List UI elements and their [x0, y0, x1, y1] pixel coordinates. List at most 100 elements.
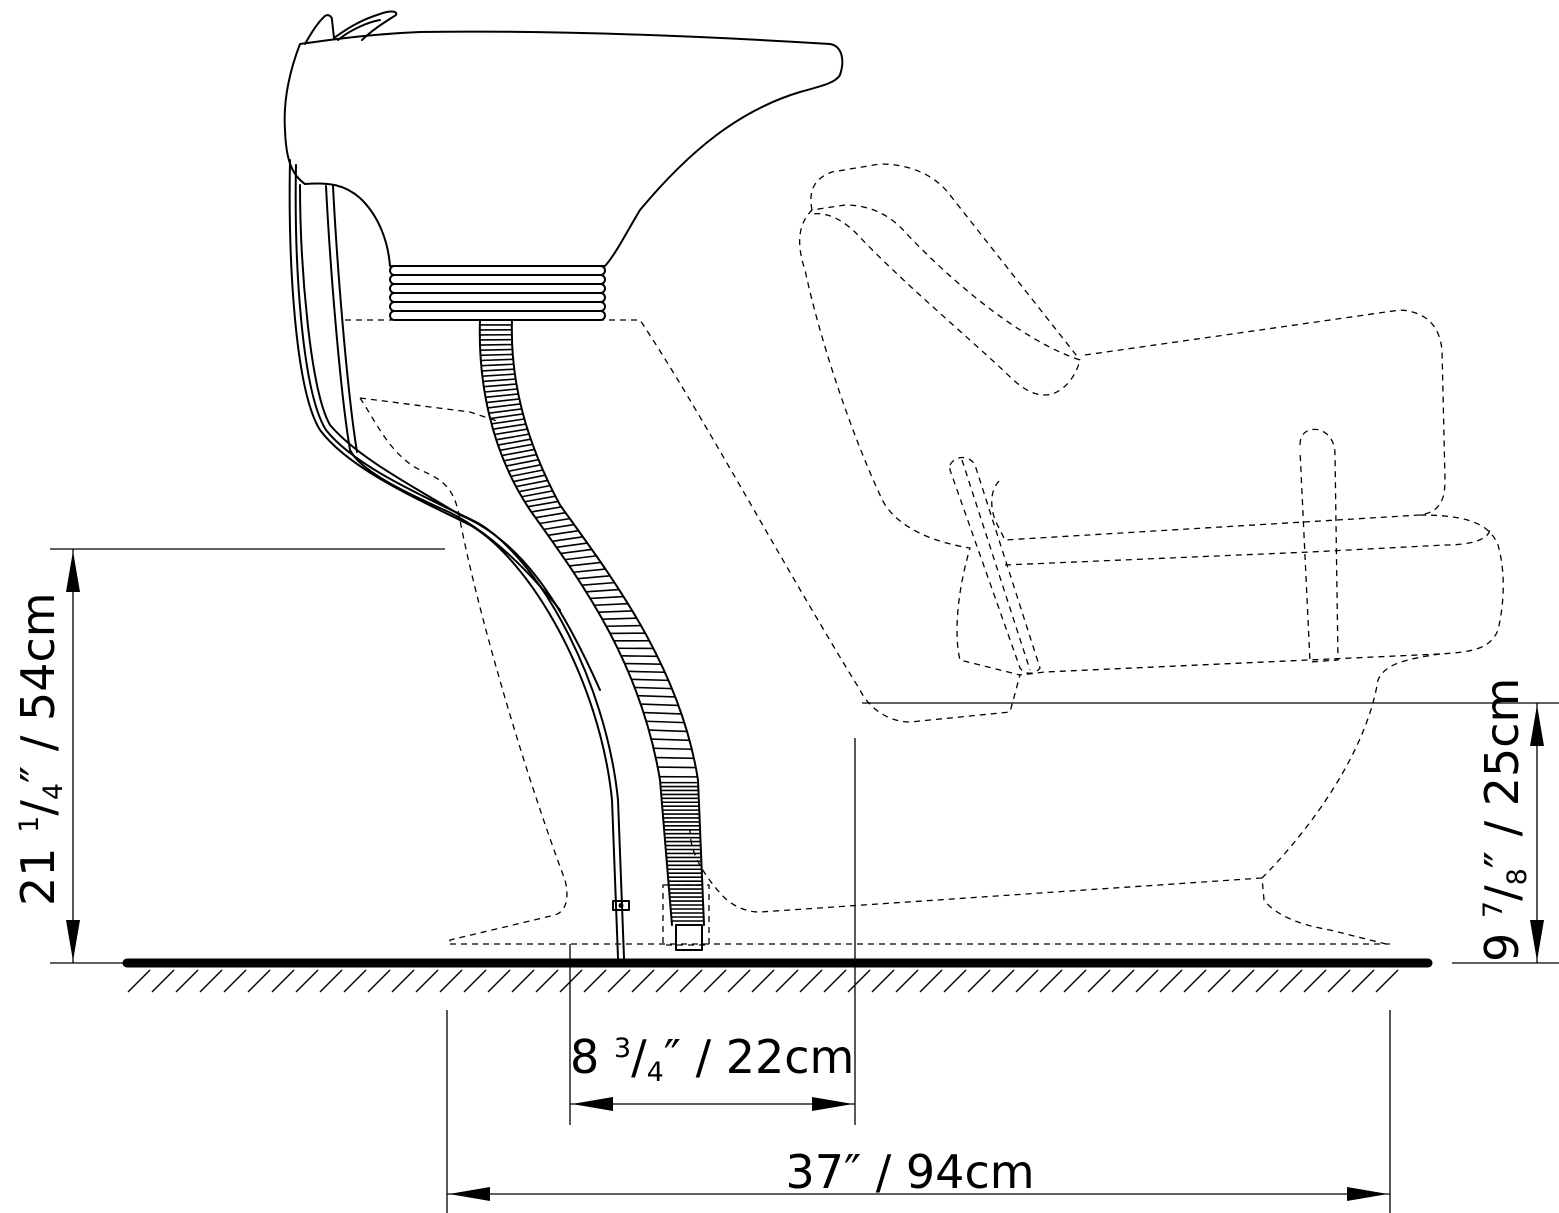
floor-hatch-mark — [343, 969, 367, 993]
drain-hose-rib — [547, 529, 579, 537]
drain-hose-rib — [487, 403, 521, 409]
dimension-seat-height: 9 7/8″ / 25cm — [862, 678, 1559, 964]
seat-height-label: 9 7/8″ / 25cm — [1475, 678, 1533, 962]
drain-hose-rib — [508, 464, 541, 473]
floor-hatch-mark — [1183, 969, 1207, 993]
drain-hose-rib — [594, 602, 628, 607]
drain-hose-rib — [646, 720, 685, 724]
floor-hatch-mark — [199, 969, 223, 993]
floor-hatch-mark — [895, 969, 919, 993]
drain-hose-rib — [640, 703, 679, 707]
drain-hose-rib — [499, 443, 533, 452]
chair-armrest-left — [949, 456, 1041, 674]
floor-hatch-mark — [1111, 969, 1135, 993]
drain-hose-rib — [481, 363, 514, 367]
floor-hatch-mark — [679, 969, 703, 993]
chair-base — [1261, 653, 1441, 946]
floor-hatch-mark — [943, 969, 967, 993]
floor-hatch-mark — [799, 969, 823, 993]
drain-hose-rib — [480, 358, 514, 362]
drain-hose-rib — [631, 678, 669, 682]
floor-hatch-mark — [535, 969, 559, 993]
floor-hatch-mark — [1159, 969, 1183, 993]
drain-hose-rib — [486, 398, 520, 404]
floor-hatch-mark — [1231, 969, 1255, 993]
drain-hose-rib — [524, 495, 556, 503]
drain-hose-rib — [501, 448, 535, 457]
drain-hose-rib — [653, 747, 692, 751]
floor-hatch-mark — [823, 969, 847, 993]
floor-hatch-mark — [655, 969, 679, 993]
drain-hose-rib — [577, 574, 611, 580]
drain-hose-rib — [505, 458, 539, 467]
spray-holder-icon — [304, 10, 398, 45]
chair-headrest — [810, 163, 1081, 361]
floor-hatch-mark — [511, 969, 535, 993]
floor-hatch-mark — [247, 969, 271, 993]
drain-hose-rib — [573, 568, 606, 574]
floor-hatch-mark — [1279, 969, 1303, 993]
floor-hatch-mark — [1039, 969, 1063, 993]
chair-armrest-right — [1299, 428, 1339, 663]
total-length-label: 37″ / 94cm — [785, 1145, 1034, 1199]
dimension-offset: 8 3/4″ / 22cm — [569, 738, 856, 1125]
drain-hose-rib — [535, 511, 566, 519]
floor-hatch-mark — [463, 969, 487, 993]
drain-hose-rib — [496, 433, 530, 441]
shampoo-basin — [283, 10, 844, 959]
floor-hatch-mark — [775, 969, 799, 993]
floor-hatch-mark — [391, 969, 415, 993]
drain-hose-rib — [602, 617, 637, 620]
chair-cushion-line — [1004, 527, 1491, 566]
floor-hatch-mark — [631, 969, 655, 993]
floor-hatch-mark — [967, 969, 991, 993]
drain-hose-rib — [637, 694, 676, 698]
drain-hose-rib — [481, 368, 515, 372]
drain-hose-rib — [648, 729, 688, 733]
drain-hose-rib — [527, 500, 559, 508]
drain-outlet — [675, 924, 703, 951]
floor-hatch-mark — [367, 969, 391, 993]
drain-hose-rib — [634, 686, 673, 690]
drain-hose-rib — [643, 711, 682, 715]
chair-outline — [345, 163, 1504, 946]
drain-hose-rib — [586, 588, 620, 593]
floor-hatch-mark — [1135, 969, 1159, 993]
floor — [122, 958, 1433, 993]
drain-hose-rib — [503, 453, 537, 462]
drain-hose-rib — [518, 484, 551, 493]
chair-backrest — [345, 204, 1081, 723]
dimension-total-length: 37″ / 94cm — [446, 1010, 1391, 1213]
drain-hose — [478, 319, 705, 951]
drain-hose-rib — [651, 738, 690, 742]
drain-hose-rib — [598, 610, 633, 613]
drain-hose-rib — [491, 418, 525, 425]
floor-hatch-mark — [175, 969, 199, 993]
floor-hatch-mark — [703, 969, 727, 993]
floor-hatch-mark — [751, 969, 775, 993]
floor-hatch-mark — [583, 969, 607, 993]
floor-hatch-mark — [487, 969, 511, 993]
total-height-label: 21 1/4″ / 54cm — [11, 592, 69, 906]
drain-hose-rib — [624, 662, 662, 666]
floor-hatch-mark — [1207, 969, 1231, 993]
drain-hose-rib — [482, 373, 515, 377]
drain-hose-rib — [490, 413, 524, 420]
floor-hatch-mark — [727, 969, 751, 993]
drain-hose-rib — [480, 353, 513, 357]
drain-hose-rib — [483, 383, 517, 388]
floor-hatch-mark — [1351, 969, 1375, 993]
floor-hatch-mark — [871, 969, 895, 993]
dimension-total-height: 21 1/4″ / 54cm — [11, 548, 445, 964]
water-hoses — [288, 159, 630, 959]
floor-hatch-mark — [559, 969, 583, 993]
drain-hose-rib — [497, 438, 531, 446]
drain-hose-rib — [564, 555, 597, 561]
drain-hose-rib — [581, 581, 615, 586]
basin-pedestal — [359, 397, 568, 945]
drain-hose-rib — [484, 388, 518, 393]
floor-hatch-mark — [1015, 969, 1039, 993]
drain-hose-rib — [531, 506, 562, 513]
drain-hose-rib — [560, 548, 592, 555]
